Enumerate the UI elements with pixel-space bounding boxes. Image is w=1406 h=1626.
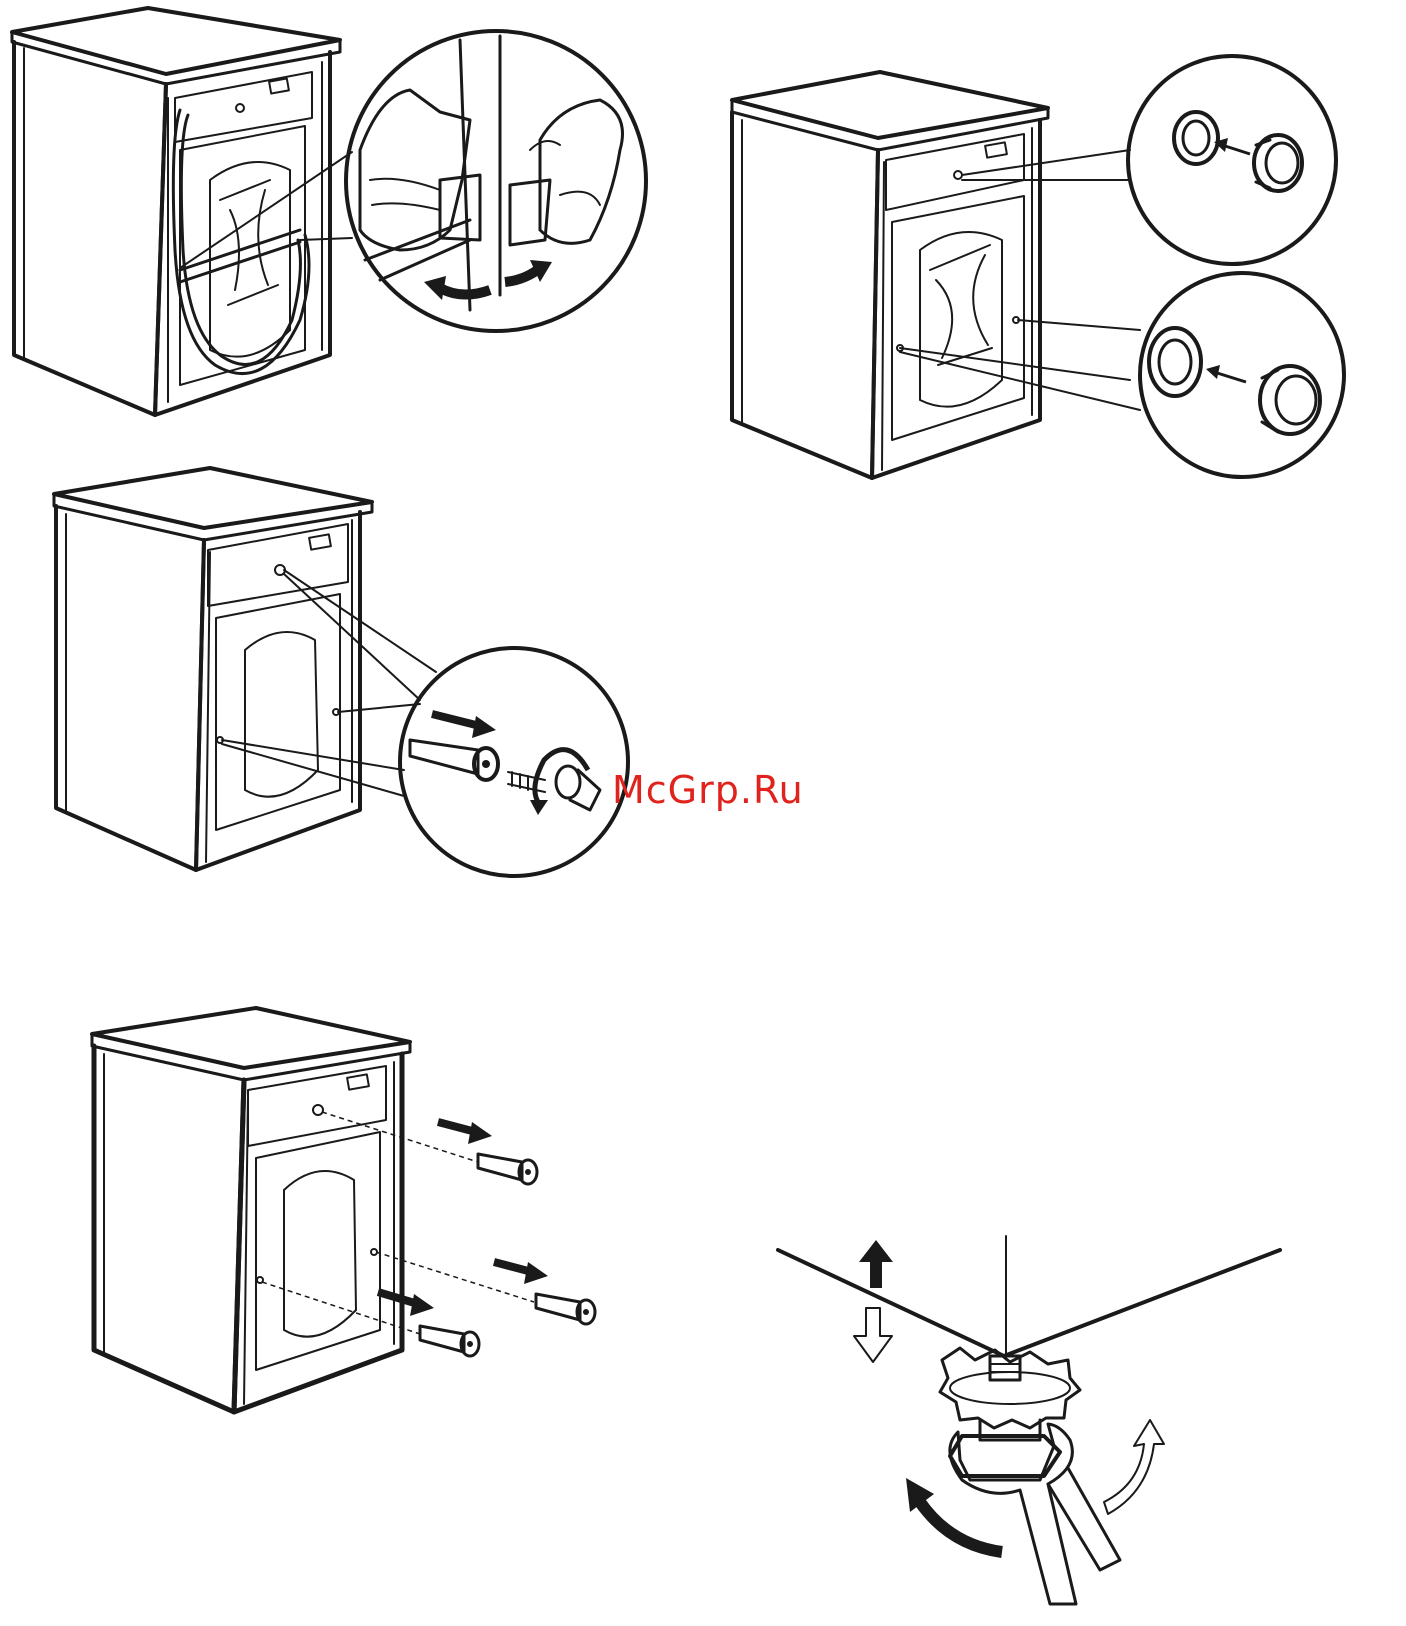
watermark-text: McGrp.Ru [612,768,804,812]
hand-icon [360,90,623,250]
washing-machine-icon [732,72,1048,478]
washing-machine-icon [92,1008,410,1412]
washing-machine-icon [54,468,372,870]
zoom-circle-bottom [1140,273,1344,477]
transit-bolt-icon [420,1154,595,1356]
double-arrow-icon [424,260,552,300]
small-arrow-icon [1206,138,1250,382]
panel-remove-bolts [92,1008,595,1412]
panel-remove-hose-clips [12,8,646,415]
panel-adjust-feet [778,1236,1280,1604]
zoom-circle-top [1128,56,1336,264]
wrench-icon [950,1424,1120,1604]
washing-machine-icon [12,8,340,415]
right-arrow-icon [432,714,496,738]
panel-insert-caps [732,56,1344,478]
zoom-circle [346,31,646,331]
panel-unscrew-bolts [54,468,628,876]
